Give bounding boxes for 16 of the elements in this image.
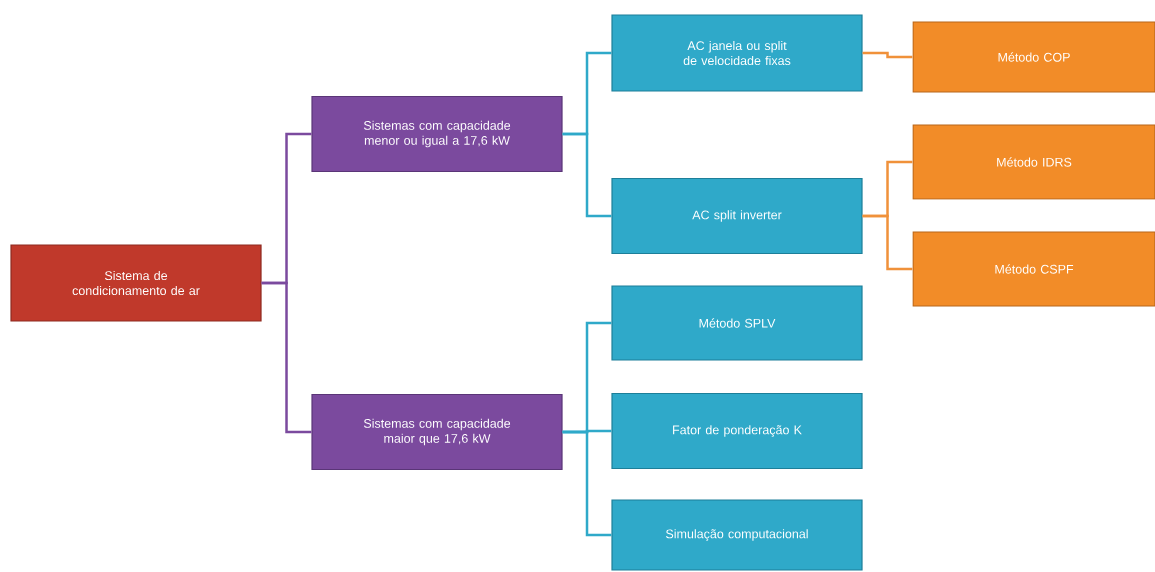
process-box: Método CSPF (912, 231, 1155, 307)
process-box: Método COP (912, 21, 1155, 93)
connector (562, 430, 612, 537)
process-box: Método SPLV (611, 285, 863, 361)
process-box: Fator de ponderação K (611, 392, 863, 470)
process-box: AC split inverter (611, 177, 863, 255)
connector (562, 132, 612, 218)
process-box: Simulação computacional (611, 499, 863, 571)
process-box: Sistemas com capacidade maior que 17,6 kW (311, 393, 563, 471)
connector (862, 51, 913, 59)
connector (862, 214, 913, 271)
process-box: Método IDRS (912, 124, 1155, 200)
process-box: AC janela ou split de velocidade fixas (611, 14, 863, 92)
process-box: Sistemas com capacidade menor ou igual a 17,6 kW (311, 95, 563, 173)
connector (261, 281, 312, 434)
process-box: Sistema de condicionamento de ar (10, 244, 262, 322)
